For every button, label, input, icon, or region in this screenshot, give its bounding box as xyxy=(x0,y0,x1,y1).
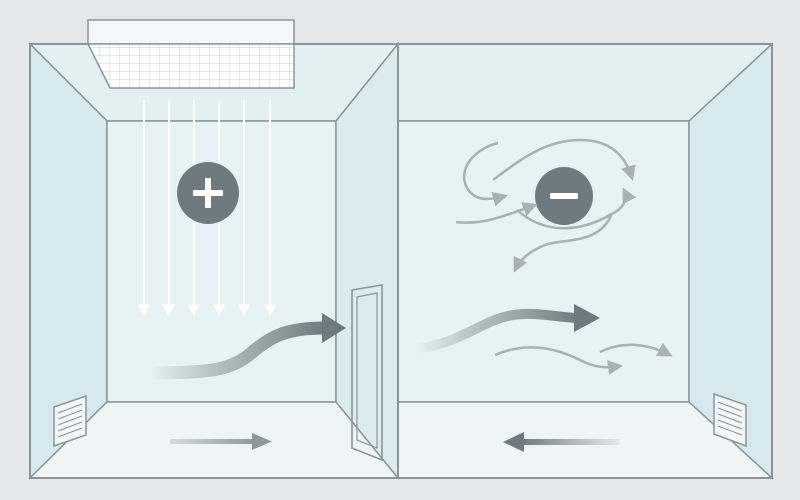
door-icon xyxy=(351,284,383,462)
floor-airflow-arrow-icon xyxy=(503,432,620,452)
building-outline xyxy=(29,43,773,479)
swirl-arrow-icon xyxy=(494,346,623,376)
swirl-arrow-icon xyxy=(513,212,614,273)
swirl-arrow-icon xyxy=(492,138,636,182)
turbulent-airflow xyxy=(455,138,673,376)
floor-airflow-arrow-icon xyxy=(170,433,272,450)
right-room-back-wall xyxy=(397,120,690,403)
wall-vent-icon xyxy=(53,394,87,448)
left-room-back-wall xyxy=(106,120,337,403)
swirl-arrow-icon xyxy=(599,342,673,357)
wall-vent-icon xyxy=(713,392,747,448)
ceiling-filter-icon xyxy=(86,19,295,89)
swirl-arrow-icon xyxy=(455,202,538,224)
swirl-arrow-icon xyxy=(463,141,508,207)
airflow-arrow-icon xyxy=(149,313,346,380)
swirl-arrow-icon xyxy=(516,187,637,230)
minus-icon xyxy=(535,167,593,225)
airflow-arrow-icon xyxy=(415,304,600,354)
plus-icon xyxy=(177,162,239,224)
